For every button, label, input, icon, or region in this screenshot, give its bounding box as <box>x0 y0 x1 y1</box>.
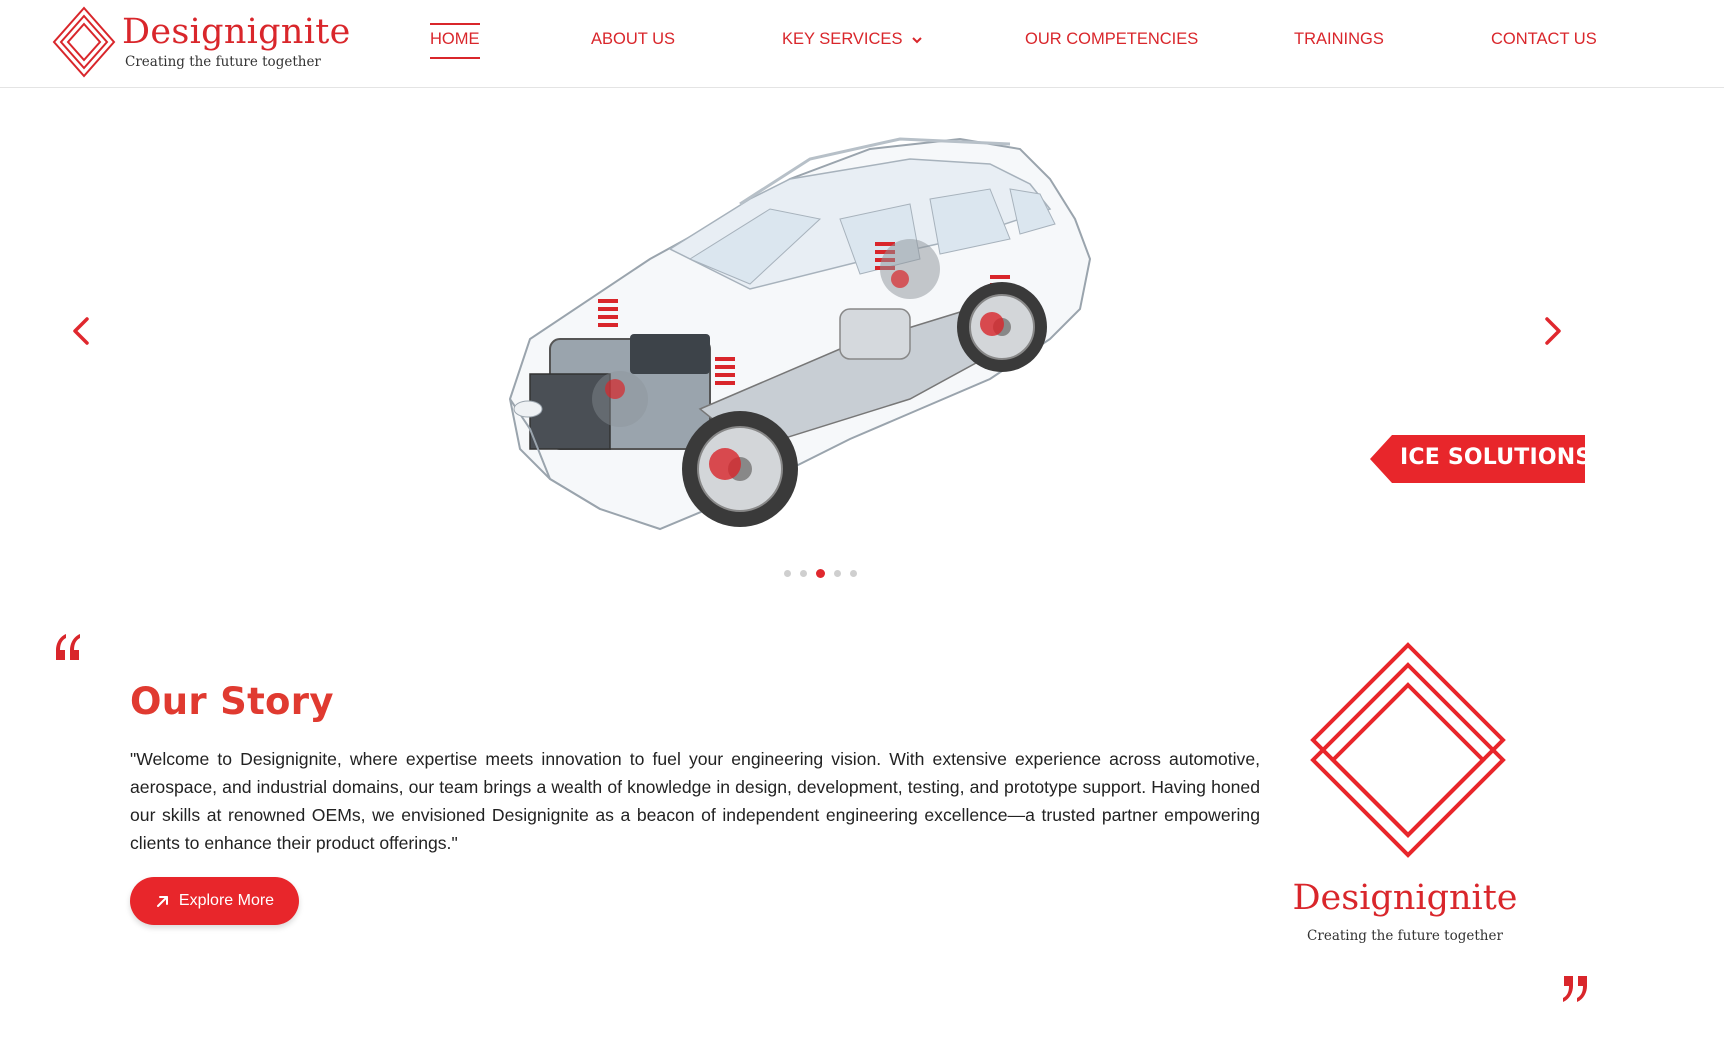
explore-more-button[interactable]: Explore More <box>130 877 299 925</box>
story-text: "Welcome to Designignite, where expertis… <box>130 749 1260 853</box>
car-cutaway-illustration <box>508 137 1092 531</box>
logo-tagline: Creating the future together <box>125 54 321 70</box>
slider-dot-2[interactable] <box>800 570 807 577</box>
slider-dot-5[interactable] <box>850 570 857 577</box>
nav-item-trainings[interactable]: TRAININGS <box>1294 30 1384 48</box>
slider-dot-4[interactable] <box>834 570 841 577</box>
brand-tagline: Creating the future together <box>1307 928 1503 944</box>
tag-shape <box>1370 435 1585 483</box>
hero-slider: ICE SOLUTIONS <box>0 89 1724 599</box>
story-title: Our Story <box>130 680 334 723</box>
open-quote-icon <box>56 634 80 660</box>
chevron-right-icon[interactable] <box>1532 311 1572 351</box>
nav-item-about-us[interactable]: ABOUT US <box>591 30 676 48</box>
site-logo[interactable]: Designignite Creating the future togethe… <box>52 6 350 82</box>
nav-item-our-competencies[interactable]: OUR COMPETENCIES <box>1025 30 1199 48</box>
slider-pagination <box>784 569 857 578</box>
slider-dot-3[interactable] <box>816 569 825 578</box>
nav-item-home[interactable]: HOME <box>430 23 480 59</box>
nav-item-contact-us[interactable]: CONTACT US <box>1491 30 1597 48</box>
slider-dot-1[interactable] <box>784 570 791 577</box>
nav-item-label: KEY SERVICES <box>782 30 903 48</box>
slide-tag-label: ICE SOLUTIONS <box>1400 445 1592 470</box>
brand-name: Designignite <box>1292 878 1518 918</box>
slide-tag: ICE SOLUTIONS <box>1370 435 1591 483</box>
logo-name: Designignite <box>122 12 351 52</box>
arrow-up-right-icon <box>156 896 168 907</box>
chevron-left-icon[interactable] <box>62 311 102 351</box>
diamond-logo-icon <box>52 6 116 78</box>
site-header: Designignite Creating the future togethe… <box>0 0 1724 88</box>
story-brand-logo: Designignite Creating the future togethe… <box>1290 640 1520 960</box>
diamond-logo-icon <box>1310 642 1506 858</box>
close-quote-icon <box>1563 976 1587 1002</box>
nav-item-key-services[interactable]: KEY SERVICES <box>782 30 924 49</box>
explore-more-label: Explore More <box>178 892 275 909</box>
chevron-down-icon <box>912 36 923 43</box>
